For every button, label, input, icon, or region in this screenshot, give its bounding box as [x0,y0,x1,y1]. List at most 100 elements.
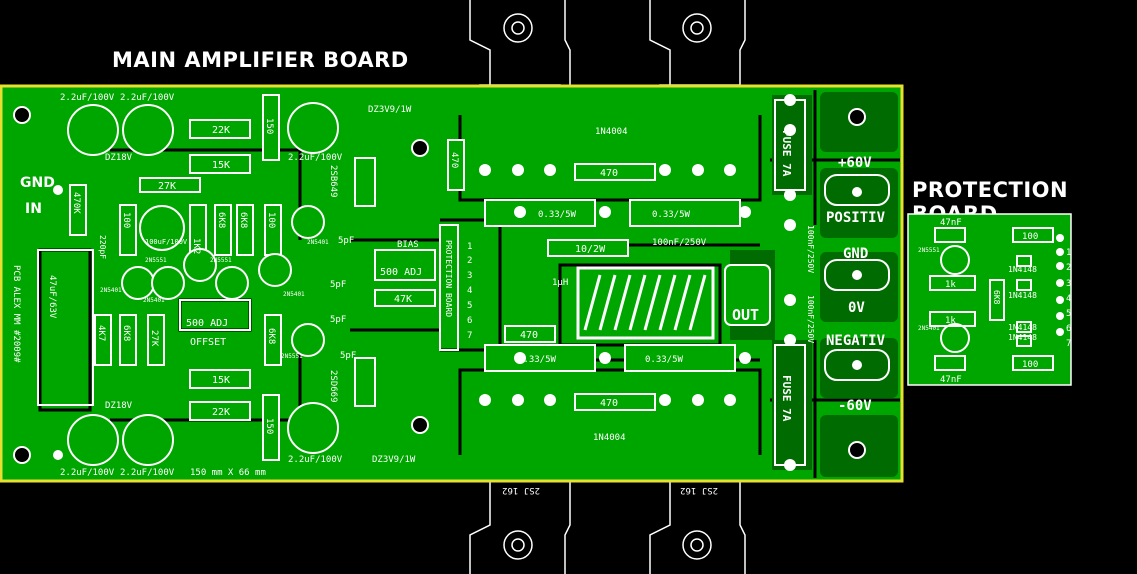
protection-board [907,213,1072,386]
resistor-label: 6K8 [238,212,248,228]
resistor-label: 22K [212,407,230,418]
cap-label: 100uF/100V [145,238,188,246]
cap-label: 2.2uF/100V [60,93,115,103]
resistor-label: 22K [212,125,230,136]
cap-label: 100nF/250V [652,238,707,248]
resistor-label: 15K [212,375,230,386]
prot-diode-label: 1N4148 [1008,291,1037,300]
protection-connector-label: PROTECTION BOARD [444,240,453,317]
bias-label: BIAS [397,240,419,250]
cap-label: 5pF [330,315,346,325]
resistor-label: 15K [212,160,230,171]
cap-label: 100nF/250V [806,295,815,343]
pin-label: 5 [467,301,472,311]
prot-pin-label: 5 [1066,309,1071,319]
transistor-label: 2N5401 [283,291,305,298]
pin-label: 2 [467,256,472,266]
resistor-label: 0.33/5W [652,210,691,220]
prot-diode-label: 1N4148 [1008,265,1037,274]
zero-volt-label: 0V [848,300,865,316]
resistor-label: 6K8 [266,328,276,344]
prot-transistor-label: 2N5401 [918,325,940,332]
neg-voltage-label: -60V [838,398,872,414]
resistor-label: 6K8 [121,325,131,341]
prot-res-label: 6K8 [992,290,1001,305]
cap-label: 2.2uF/100V [60,468,115,478]
pin-label: 4 [467,286,472,296]
prot-pin-label: 2 [1066,263,1071,273]
cap-label: 2.2uF/100V [288,455,343,465]
transistor-top-left-label: 2SK 1058 [495,75,538,85]
resistor-label: 470 [520,330,538,341]
pin-label: 6 [467,316,472,326]
cap-label: 100nF/250V [806,225,815,273]
transistor-label: 2N5551 [281,353,303,360]
prot-pin-label: 7 [1066,339,1071,349]
cap-label: 220pF [98,235,107,259]
prot-res-label: 100 [1022,232,1038,242]
pin-label: 1 [467,242,472,252]
zener-label: DZ3V9/1W [372,455,416,465]
resistor-label: 6K8 [216,212,226,228]
gnd-out-label: GND [843,246,868,262]
resistor-label: 1K2 [191,238,201,254]
prot-res-label: 100 [1022,360,1038,370]
resistor-label: 150 [264,418,274,434]
resistor-label: 470 [449,152,459,168]
negative-label: NEGATIV [826,333,886,349]
out-label: OUT [732,306,759,324]
in-label: IN [25,201,42,217]
pin-label: 3 [467,271,472,281]
resistor-label: 10/2W [575,244,606,255]
resistor-label: 0.33/5W [518,355,557,365]
resistor-label: 47K [394,294,412,305]
offset-label: OFFSET [190,337,226,348]
prot-diode-label: 1N4148 [1008,333,1037,342]
pos-voltage-label: +60V [838,155,872,171]
size-label: 150 mm X 66 mm [190,468,266,478]
prot-diode-label: 1N4148 [1008,323,1037,332]
fuse-top-label: FUSE 7A [780,130,793,177]
prot-cap-label: 47nF [940,375,962,385]
transistor-bottom-right-label: 2SJ 162 [680,485,718,495]
resistor-label: 100 [121,212,131,228]
pot-label: 500 ADJ [380,267,422,278]
cap-label: 5pF [330,280,346,290]
pot-label: 500 ADJ [186,318,228,329]
fuse-bottom-label: FUSE 7A [780,375,793,422]
transistor-label: 2N5401 [100,287,122,294]
resistor-label: 27K [158,181,176,192]
cap-label: 47uF/63V [47,275,57,319]
cap-label: 5pF [340,351,356,361]
resistor-label: 470 [600,168,618,179]
transistor-label: 2N5551 [145,257,167,264]
transistor-label: 2SD669 [328,370,338,403]
resistor-label: 27K [149,330,159,347]
positive-label: POSITIV [826,210,886,226]
main-board [0,84,904,483]
transistor-label: 2SB649 [328,165,338,198]
transistor-label: 2N5551 [210,257,232,264]
resistor-label: 0.33/5W [645,355,684,365]
pin-label: 7 [467,331,472,341]
prot-transistor-label: 2N5551 [918,247,940,254]
inductor-coil [576,266,715,340]
prot-res-label: 1k [945,316,956,326]
inductor-label: 1µH [552,278,568,288]
zener-label: DZ18V [105,153,133,163]
resistor-label: 0.33/5W [538,210,577,220]
cap-label: 2.2uF/100V [120,468,175,478]
main-board-title: MAIN AMPLIFIER BOARD [112,48,409,72]
transistor-bottom-left-label: 2SJ 162 [502,485,540,495]
resistor-label: 4K7 [96,325,106,341]
prot-cap-label: 47nF [940,218,962,228]
cap-label: 5pF [338,236,354,246]
signature-label: PCB ALEX MM #2009# [11,265,21,363]
prot-res-label: 1k [945,280,956,290]
diode-label: 1N4004 [593,433,626,443]
resistor-label: 100 [266,212,276,228]
transistor-label: 2N5401 [307,239,329,246]
gnd-label: GND [20,175,55,191]
transistor-top-right-label: 2SK 1058 [676,75,719,85]
resistor-label: 470 [600,398,618,409]
